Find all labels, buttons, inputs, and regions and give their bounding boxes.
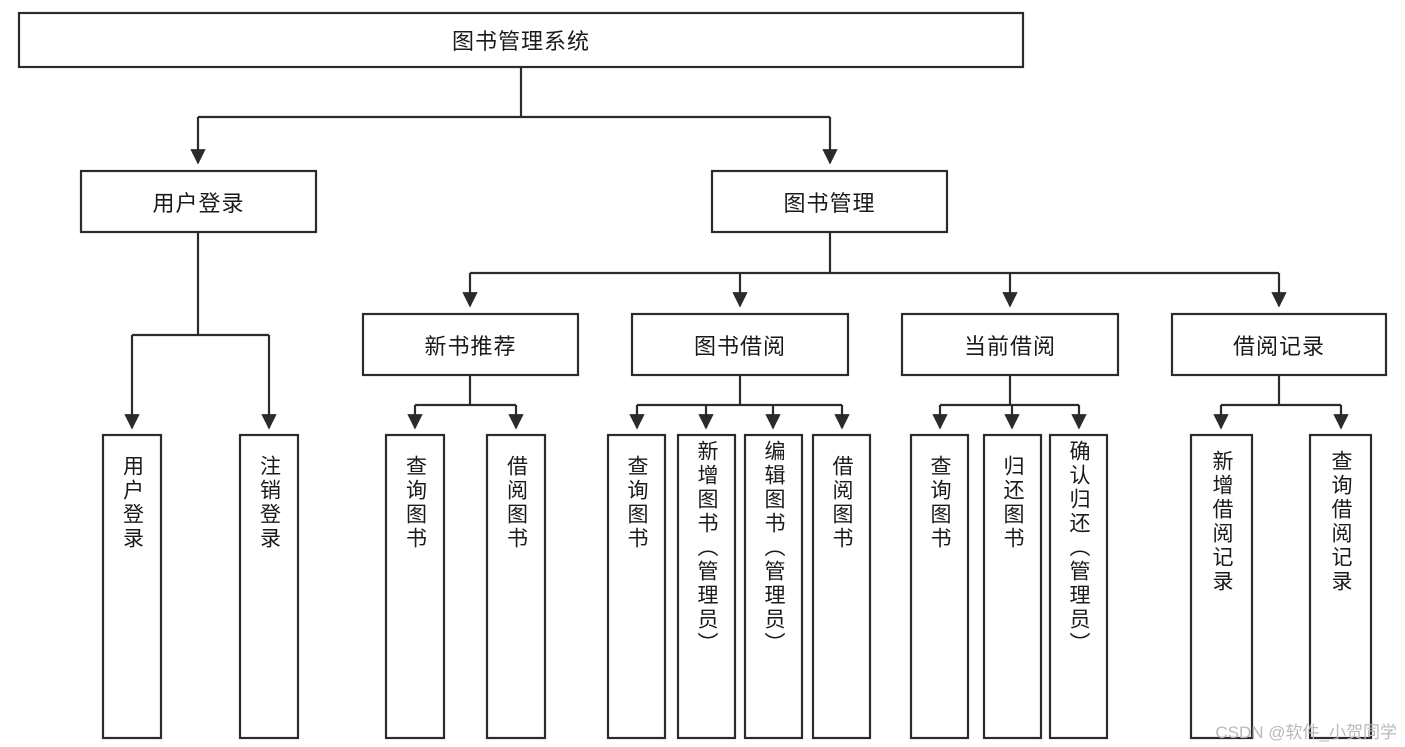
node-current-borrow[interactable] [900,312,1120,377]
leaf-box-query-book-2[interactable] [606,433,667,740]
leaf-box-user-login[interactable] [101,433,163,740]
leaf-box-confirm-return[interactable] [1048,433,1109,740]
node-root[interactable] [17,11,1025,69]
node-user-login[interactable] [79,169,318,234]
leaf-box-query-record[interactable] [1308,433,1373,740]
leaf-box-query-book-3[interactable] [909,433,970,740]
node-book-manage[interactable] [710,169,949,234]
leaf-box-logout[interactable] [238,433,300,740]
leaf-box-return-book[interactable] [982,433,1043,740]
leaf-box-add-record[interactable] [1189,433,1254,740]
leaf-box-borrow-book-2[interactable] [811,433,872,740]
leaf-box-borrow-book-1[interactable] [485,433,547,740]
node-new-book-recommend[interactable] [361,312,580,377]
node-book-borrow[interactable] [630,312,850,377]
leaf-box-query-book-1[interactable] [384,433,446,740]
node-borrow-record[interactable] [1170,312,1388,377]
leaf-box-edit-book[interactable] [743,433,804,740]
leaf-box-add-book[interactable] [676,433,737,740]
